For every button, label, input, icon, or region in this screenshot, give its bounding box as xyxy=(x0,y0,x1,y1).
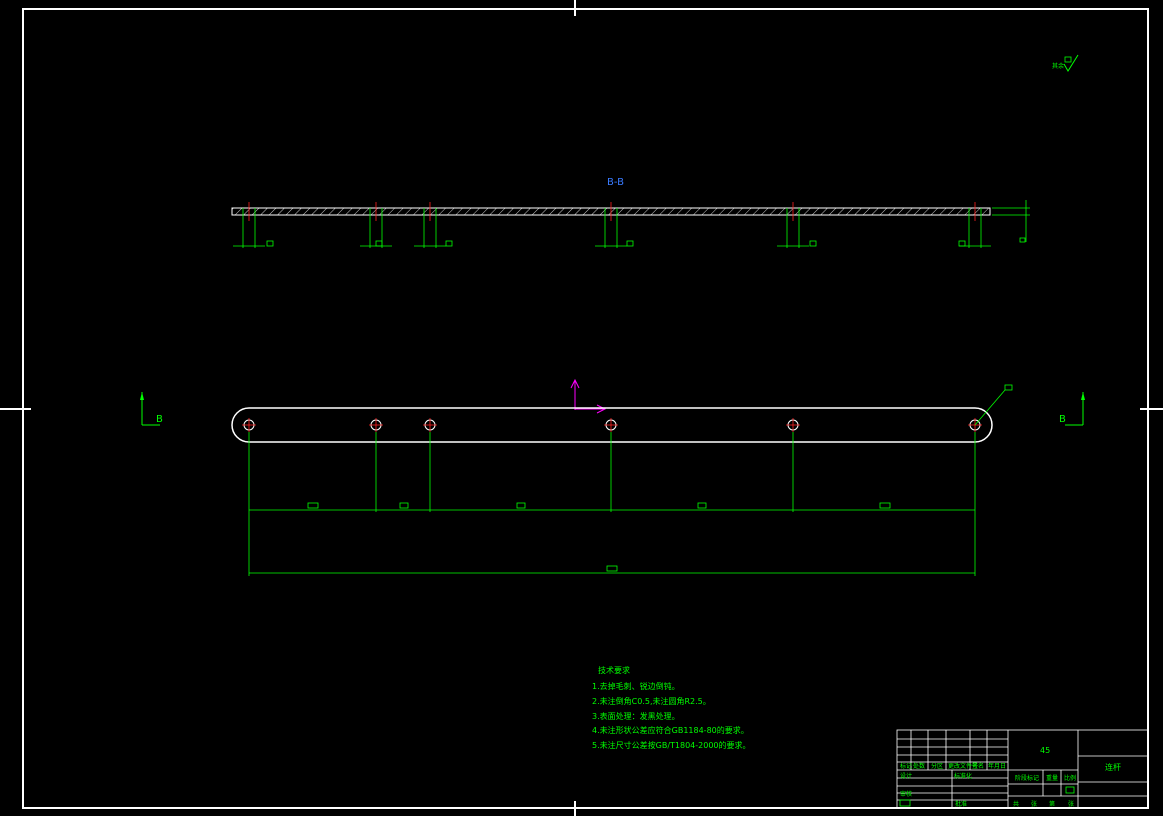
notes-heading: 技术要求 xyxy=(598,665,630,675)
tb-sheet-no-prefix: 第 xyxy=(1049,800,1055,808)
roughness-symbol: 其余 xyxy=(1052,54,1079,72)
note-item-2: 2.未注倒角C0.5,未注圆角R2.5。 xyxy=(592,696,711,706)
roughness-label: 其余 xyxy=(1052,62,1064,70)
ucs-y-arrow-icon xyxy=(570,378,580,389)
roughness-value-box xyxy=(1064,56,1072,63)
thickness-value-box xyxy=(1019,237,1026,243)
tb-material: 45 xyxy=(1040,746,1050,755)
plan-holes xyxy=(242,418,982,432)
dimension-lines xyxy=(248,432,976,576)
tb-header-mark: 标记 xyxy=(900,762,912,770)
tb-sheet-no-suffix: 张 xyxy=(1068,800,1074,808)
title-block xyxy=(896,729,1149,809)
note-item-5: 5.未注尺寸公差按GB/T1804-2000的要求。 xyxy=(592,740,751,750)
hole-leader xyxy=(974,389,1006,426)
tb-row-approve: 批准 xyxy=(955,800,967,808)
overall-dimension-value xyxy=(606,565,618,572)
thickness-dimension xyxy=(992,200,1030,243)
tb-part-name: 连杆 xyxy=(1105,762,1121,772)
hole-2-section-value-box xyxy=(375,240,383,247)
section-hole-marks xyxy=(233,202,991,248)
roughness-check-icon xyxy=(1063,54,1079,72)
cut-arrow-left-icon xyxy=(140,392,144,400)
chain-dimension-value-2 xyxy=(399,502,409,509)
cut-arrow-right-icon xyxy=(1081,392,1085,400)
tb-review-box xyxy=(899,799,911,807)
note-item-4: 4.未注形状公差应符合GB1184-80的要求。 xyxy=(592,725,749,735)
chain-dimension-value-4 xyxy=(697,502,707,509)
title-block-border xyxy=(896,729,1149,809)
hole-1-section-value-box xyxy=(266,240,274,247)
plan-view xyxy=(231,384,1013,576)
chain-dimension-value-1 xyxy=(307,502,319,509)
tb-header-count: 处数 xyxy=(913,762,925,770)
tb-row-standard: 标准化 xyxy=(954,772,972,780)
tb-header-date: 年月日 xyxy=(988,762,1006,770)
note-item-3: 3.表面处理：发黑处理。 xyxy=(592,711,680,721)
hole-6-section-value-box xyxy=(958,240,966,247)
tb-row-design: 设计 xyxy=(900,772,912,780)
tb-row-weight: 重量 xyxy=(1046,774,1058,782)
tb-row-review: 审核 xyxy=(900,790,912,798)
section-view: B-B xyxy=(231,177,1030,248)
cut-label-left: B xyxy=(156,414,163,425)
chain-dimension-value-3 xyxy=(516,502,526,509)
hole-3-section-value-box xyxy=(445,240,453,247)
tb-scale-box xyxy=(1065,786,1075,794)
title-block-text: 45 连杆 标记 处数 分区 更改文件号 签名 年月日 设计 标准化 阶段标记 … xyxy=(899,746,1121,808)
section-title: B-B xyxy=(607,177,624,188)
tb-revision-grid xyxy=(897,730,1008,808)
tb-row-scale: 比例 xyxy=(1064,774,1076,782)
note-item-1: 1.去掉毛刺、锐边倒钝。 xyxy=(592,681,680,691)
tb-sheet-total-suffix: 张 xyxy=(1031,800,1037,808)
tb-sheet-total-prefix: 共 xyxy=(1013,800,1019,808)
hole-4-section-value-box xyxy=(626,240,634,247)
technical-notes: 技术要求 1.去掉毛刺、锐边倒钝。 2.未注倒角C0.5,未注圆角R2.5。 3… xyxy=(592,665,751,750)
chain-dimension-value-5 xyxy=(879,502,891,509)
cut-label-right: B xyxy=(1059,414,1066,425)
ucs-icon xyxy=(570,378,607,414)
tb-header-sign: 签名 xyxy=(972,762,984,770)
tb-header-zone: 分区 xyxy=(931,762,943,770)
cut-plane-left: B xyxy=(140,392,163,426)
tb-header-doc: 更改文件号 xyxy=(948,762,978,770)
tb-row-stage: 阶段标记 xyxy=(1015,774,1039,782)
ucs-x-arrow-icon xyxy=(596,404,607,414)
cut-plane-right: B xyxy=(1059,392,1085,426)
hole-5-section-value-box xyxy=(809,240,817,247)
hole-callout-box xyxy=(1004,384,1013,391)
